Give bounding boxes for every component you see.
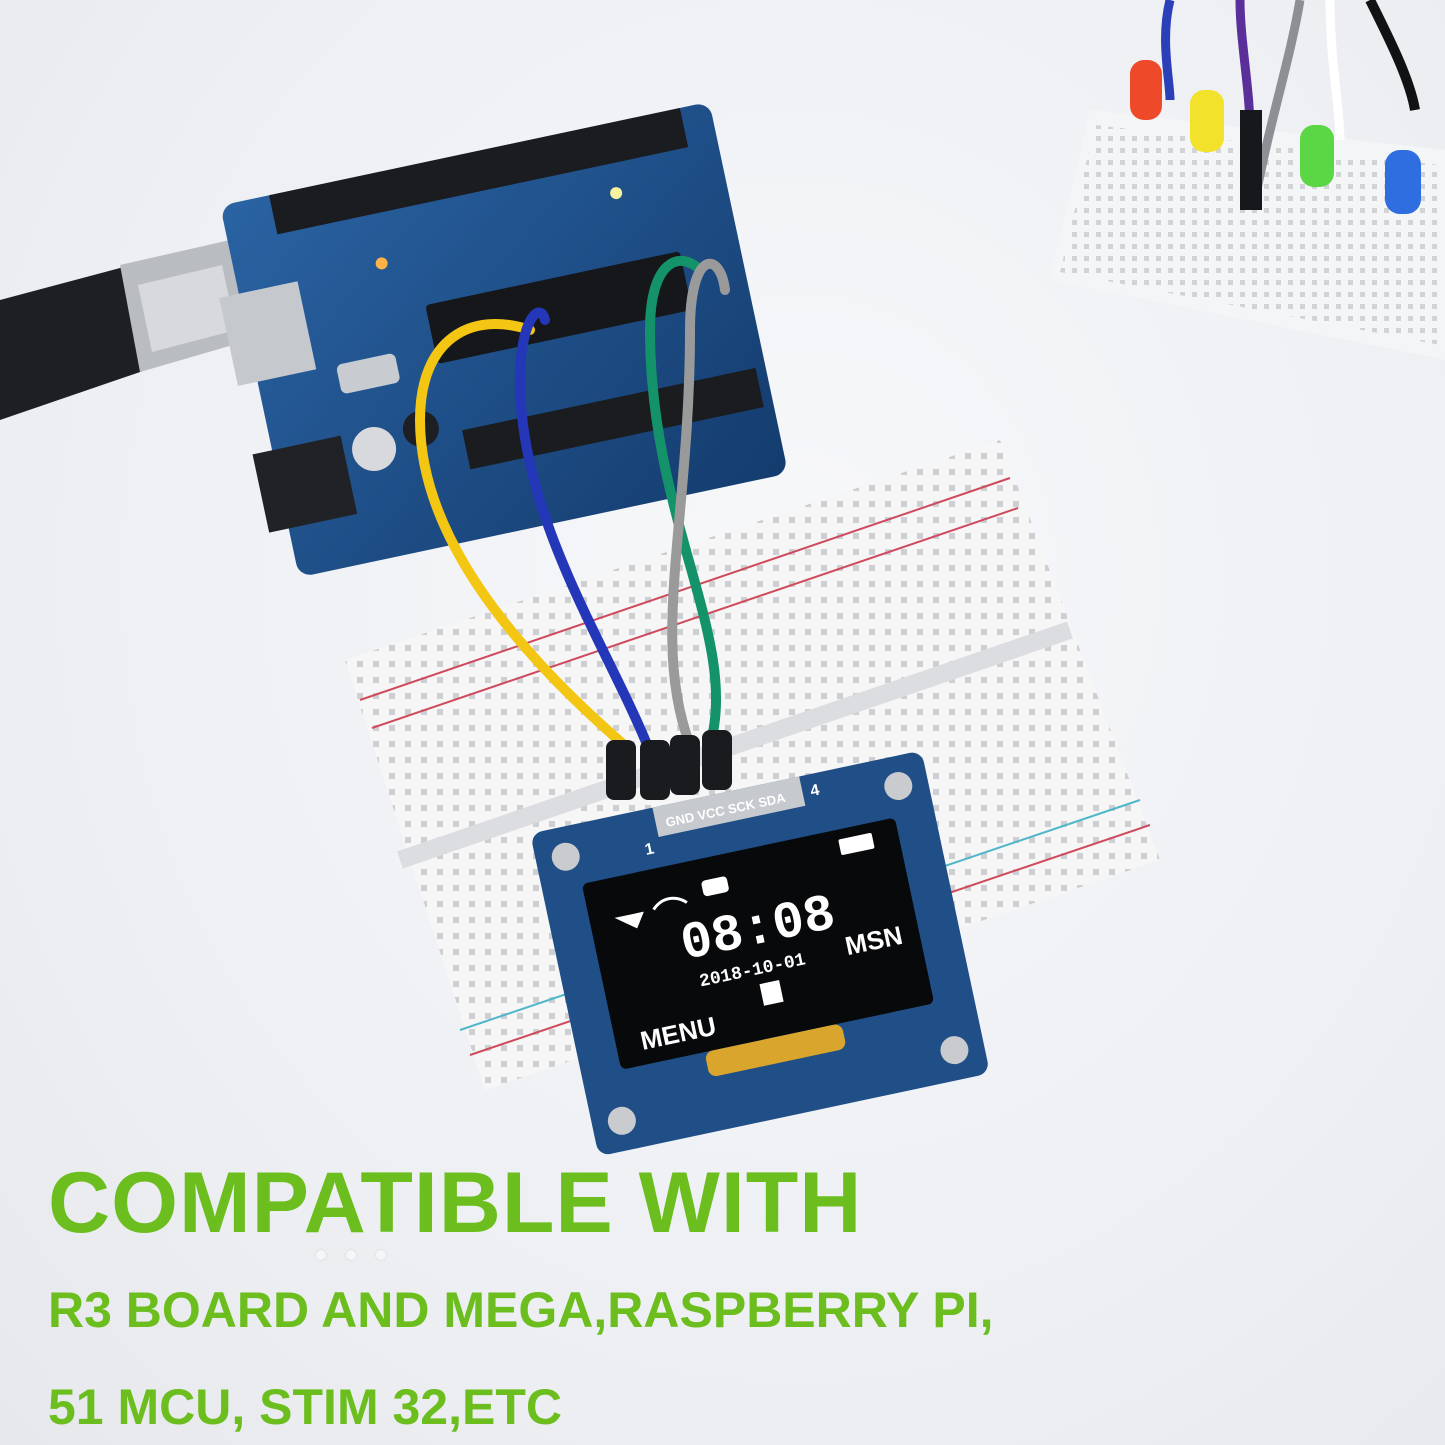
oled-screen-icons bbox=[614, 833, 875, 1006]
oled-module: 08:08 2018-10-01 MENU MSN GND VCC SCK SD… bbox=[532, 752, 988, 1155]
usb-cable bbox=[0, 240, 250, 420]
arduino-uno-board bbox=[219, 104, 786, 575]
mini-breadboard bbox=[1050, 0, 1445, 360]
decorative-dots bbox=[316, 1250, 396, 1264]
oled-pin-4: 4 bbox=[809, 782, 821, 800]
oled-pin-1: 1 bbox=[643, 840, 655, 858]
jumper-wires bbox=[414, 256, 732, 800]
headline: COMPATIBLE WITH bbox=[48, 1155, 863, 1251]
compatibility-line-2: 51 MCU, STIM 32,ETC bbox=[48, 1379, 562, 1435]
compatibility-line-1: R3 BOARD AND MEGA,RASPBERRY PI, bbox=[48, 1282, 994, 1338]
